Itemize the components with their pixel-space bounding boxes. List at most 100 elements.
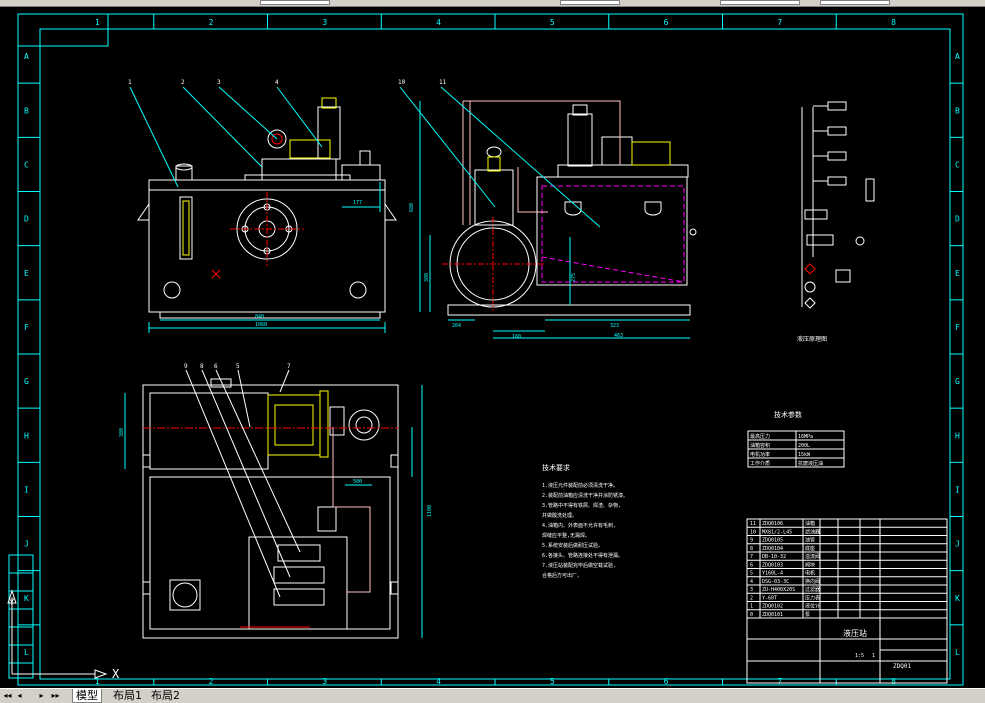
callout-number: 9	[184, 363, 188, 370]
frame-col-label: 7	[777, 677, 782, 686]
bom-no: 0	[750, 612, 753, 618]
callout-leaders-top	[129, 86, 601, 228]
frame-col-label: 8	[891, 677, 896, 686]
dim-plan-height-2: 1100	[427, 505, 433, 517]
tab-model[interactable]: 模型	[72, 689, 102, 703]
last-tab-button[interactable]: ▸▸	[51, 691, 60, 700]
frame-row-label: F	[955, 323, 960, 332]
bom-no: 5	[750, 571, 753, 577]
lineweight-dropdown[interactable]	[820, 0, 890, 5]
tech-param-value: 15kW	[798, 452, 811, 458]
drawing-frame	[17, 13, 964, 686]
callout-number: 10	[398, 79, 406, 86]
callout-number: 4	[275, 79, 279, 86]
frame-col-label: 1	[95, 18, 100, 27]
front-view	[137, 97, 397, 319]
tech-req-line: 1.液压元件装配前必须清洗干净。	[542, 482, 618, 489]
tech-req-line: 2.装配前油箱应清洗干净并涂防锈漆。	[542, 492, 628, 499]
color-dropdown[interactable]	[560, 0, 620, 5]
bom-name: 换向阀	[805, 578, 820, 585]
frame-col-label: 4	[436, 18, 441, 27]
frame-row-label: D	[24, 215, 29, 224]
bom-name: 油管	[805, 537, 815, 544]
frame-row-label: J	[955, 540, 960, 549]
title-block-drawing-no: ZDQ01	[893, 663, 911, 670]
callout-number: 6	[214, 363, 218, 370]
frame-row-label: E	[955, 269, 960, 278]
bom-no: 6	[750, 562, 753, 568]
frame-row-label: L	[955, 648, 960, 657]
bom-name: 压力表	[805, 594, 820, 601]
frame-col-label: 7	[777, 18, 782, 27]
callout-leaders-plan	[185, 369, 301, 598]
next-tab-button[interactable]: ▸	[39, 691, 44, 700]
bom-name: 底座	[805, 545, 815, 552]
bom-code: ZDQ0103	[762, 562, 783, 568]
bom-name: 滤油器	[805, 528, 820, 535]
bom-code: Y-60T	[762, 595, 777, 601]
tech-req-line: 焊缝应平整,无漏焊。	[542, 532, 590, 539]
prev-tab-button[interactable]: ◂	[17, 691, 22, 700]
tech-req-line: 6.各接头、管路连接处不得有泄漏。	[542, 552, 623, 559]
frame-row-label: B	[955, 106, 960, 115]
tech-req-line: 3.管路中不得有铁屑、焊渣、杂物,	[542, 502, 621, 509]
frame-col-label: 3	[322, 18, 327, 27]
bom-name: 泵	[805, 612, 810, 618]
tech-req-title: 技术要求	[542, 463, 570, 472]
tab-layout2[interactable]: 布局2	[148, 689, 183, 702]
title-block-name: 液压站	[843, 628, 867, 638]
title-block-sheet: 1	[872, 653, 875, 659]
layout-tab-bar: ◂◂ ◂ ▸ ▸▸ 模型 布局1 布局2	[0, 688, 985, 703]
bom-code: DSG-03-3C	[762, 579, 789, 585]
tech-param-key: 最高压力	[750, 433, 770, 440]
dim-side-width-1: 323	[610, 323, 619, 329]
callout-number: 3	[217, 79, 221, 86]
frame-row-label: K	[955, 594, 960, 603]
linetype-dropdown[interactable]	[720, 0, 800, 5]
bom-no: 8	[750, 546, 753, 552]
tech-req-line: 并做酸洗处理。	[542, 512, 577, 519]
dim-side-width-2: 160	[512, 334, 521, 340]
dim-side-width-3: 463	[614, 333, 623, 339]
callout-number: 2	[181, 79, 185, 86]
dim-plan-width: 500	[353, 479, 362, 485]
tech-param-key: 工作介质	[750, 460, 770, 467]
frame-col-label: 5	[550, 677, 555, 686]
bom-no: 11	[750, 521, 756, 527]
bom-code: Y160L-4	[762, 571, 783, 577]
ucs-icon	[7, 589, 108, 679]
frame-row-label: H	[955, 431, 960, 440]
dim-front-width-inner: 840	[255, 314, 264, 320]
bom-code: ZU-H400X20S	[762, 587, 795, 593]
tab-layout1[interactable]: 布局1	[110, 689, 145, 702]
frame-row-label: C	[955, 160, 960, 169]
bom-name: 过滤器	[805, 586, 820, 593]
first-tab-button[interactable]: ◂◂	[3, 691, 12, 700]
bom-code: ZDQ0106	[762, 521, 783, 527]
tech-param-value: 16MPa	[798, 434, 813, 440]
frame-col-label: 1	[95, 677, 100, 686]
frame-col-label: 6	[664, 677, 669, 686]
tech-req-line: 合格后方可出厂。	[542, 572, 582, 579]
frame-row-label: I	[24, 485, 29, 494]
frame-col-label: 2	[209, 677, 214, 686]
title-block-scale: 1:5	[855, 653, 864, 659]
callout-number: 11	[439, 79, 447, 86]
dim-plan-height-1: 380	[119, 428, 125, 437]
bom-code: DB-10-32	[762, 554, 786, 560]
layer-dropdown[interactable]	[260, 0, 330, 5]
frame-row-label: C	[24, 160, 29, 169]
frame-col-label: 8	[891, 18, 896, 27]
plan-view-dims	[124, 385, 423, 638]
frame-row-label: H	[24, 431, 29, 440]
bom-code: ZDQ0104	[762, 546, 783, 552]
frame-row-label: G	[24, 377, 29, 386]
frame-row-label: I	[955, 485, 960, 494]
callout-number: 5	[236, 363, 240, 370]
revision-strip	[8, 554, 34, 679]
front-view-dims	[148, 182, 386, 333]
bom-no: 10	[750, 529, 756, 535]
bom-code: ZDQ0101	[762, 612, 783, 618]
